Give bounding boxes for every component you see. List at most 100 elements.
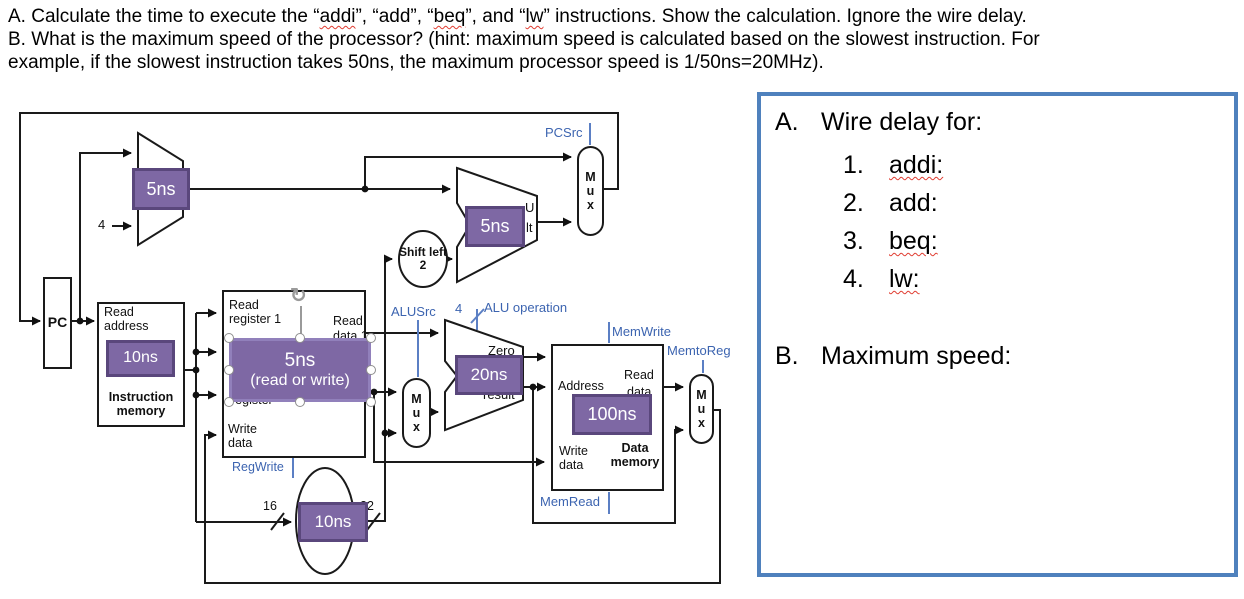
dmem-address-label: Address [558,379,604,393]
timing-registers-note: (read or write) [250,371,350,389]
panel-a-title: Wire delay for: [821,108,983,136]
imem-name-label: Instruction memory [108,390,174,418]
panel-question-b: B. Maximum speed: [775,342,1234,371]
selection-handle-nw[interactable] [224,333,234,343]
memtoreg-label: MemtoReg [667,343,731,358]
wire-read-data2-to-dmem [373,392,545,467]
selection-handle-ne[interactable] [366,333,376,343]
item-number: 2. [843,189,864,217]
control-wires [292,123,704,514]
selection-handle-n[interactable] [295,333,305,343]
list-item: 4. lw: [843,265,1234,294]
timing-registers[interactable]: 5ns (read or write) [229,338,371,402]
pc-box [43,277,72,369]
question-line-3: example, if the slowest instruction take… [8,52,824,73]
memwrite-label: MemWrite [612,324,671,339]
regwrite-label: RegWrite [232,460,284,474]
dot-pc-out [76,317,84,325]
rotate-handle-icon[interactable]: ↻ [290,285,307,307]
wire-result-to-wb-mux [532,387,684,524]
pcsrc-mux-label: Mux [578,147,603,235]
timing-sign-extend[interactable]: 10ns [298,502,368,542]
wire-pc4-to-mux [364,152,572,189]
reg-write-data-label: Write data [228,422,257,450]
dot-read-data2 [370,388,378,396]
q1-word-lw: lw [525,6,544,27]
selection-handle-s[interactable] [295,397,305,407]
alu-operation-label: ALU operation [484,300,568,315]
timing-registers-value: 5ns [284,349,316,371]
selection-handle-w[interactable] [224,365,234,375]
dot-imm [381,429,389,437]
pc-label: PC [47,314,68,331]
dot-alu-result [529,383,537,391]
pcsrc-mux-shape [577,146,604,236]
timing-pc-adder[interactable]: 5ns [132,168,190,210]
timing-branch-adder[interactable]: 5ns [465,206,525,247]
q1-seg: ” instructions. Show the calculation. Ig… [543,6,1027,27]
answer-panel: A. Wire delay for: 1. addi: 2. add: 3. b… [757,92,1238,577]
dot-bus-2 [192,366,200,374]
bus-slash-16 [270,512,285,531]
shift-left-2-shape [398,230,448,288]
alusrc-label: ALUSrc [391,304,436,319]
timing-data-memory[interactable]: 100ns [572,394,652,435]
question-line-2: B. What is the maximum speed of the proc… [8,29,1040,50]
selection-handle-sw[interactable] [224,397,234,407]
q1-seg: A. Calculate the time to execute the “ [8,6,320,27]
item-term-addi: addi: [889,151,944,179]
shift-left-2-label: Shift left 2 [399,245,447,273]
panel-a-label: A. [775,108,799,136]
dot-pc4 [361,185,369,193]
wire-pc-feedback [19,112,619,326]
reg-read-data1-label: Read [333,314,363,328]
memtoreg-mux-shape [689,374,714,444]
memtoreg-mux-label: Mux [690,375,713,443]
const-4-label: 4 [98,217,106,232]
question-line-1: A. Calculate the time to execute the “ad… [8,5,1240,28]
q1-seg: ”, “ [410,6,434,27]
selection-handle-e[interactable] [366,365,376,375]
item-number: 1. [843,151,864,179]
wire-sign-extend-out [353,254,393,522]
q1-word-beq: beq [433,6,466,27]
item-term-add: add: [889,189,938,217]
bits-16-label: 16 [263,499,277,513]
q1-seg: ”, “ [355,6,379,27]
dmem-name-label: Data memory [610,441,660,469]
item-number: 4. [843,265,864,293]
alusrc-mux-label: Mux [403,379,430,447]
rotate-handle-stem [300,306,302,338]
mux-text: Mux [585,170,596,212]
wire-writeback [204,409,721,584]
dot-bus-1 [192,348,200,356]
branch-adder-fragment-lt: lt [526,220,533,235]
reg-read-register1-label: Read register 1 [229,298,282,326]
alusrc-mux-shape [402,378,431,448]
item-term-beq: beq: [889,227,938,255]
list-item: 3. beq: [843,227,1234,256]
memread-label: MemRead [540,494,600,509]
dmem-read-data-label: Read [624,368,654,382]
ctl-alu-op-slash [470,308,485,324]
timing-instruction-memory[interactable]: 10ns [106,340,175,377]
alu-zero-label: Zero [488,343,515,358]
list-item: 1. addi: [843,151,1234,180]
mux-text: Mux [411,392,422,434]
bus-slash-32 [366,512,381,531]
q1-word-addi: addi [319,6,356,27]
item-term-lw: lw: [889,265,920,293]
wires [19,112,721,584]
timing-alu[interactable]: 20ns [455,355,523,395]
panel-b-title: Maximum speed: [821,342,1012,370]
junction-dots [76,185,537,437]
selection-handle-se[interactable] [366,397,376,407]
pcsrc-label: PCSrc [545,125,583,140]
panel-question-a: A. Wire delay for: [775,108,1234,137]
wire-delay-list: 1. addi: 2. add: 3. beq: 4. lw: [843,151,1234,294]
mux-text: Mux [696,388,707,430]
alu-op-bits-label: 4 [455,301,463,316]
branch-adder-fragment-u: U [525,200,535,215]
